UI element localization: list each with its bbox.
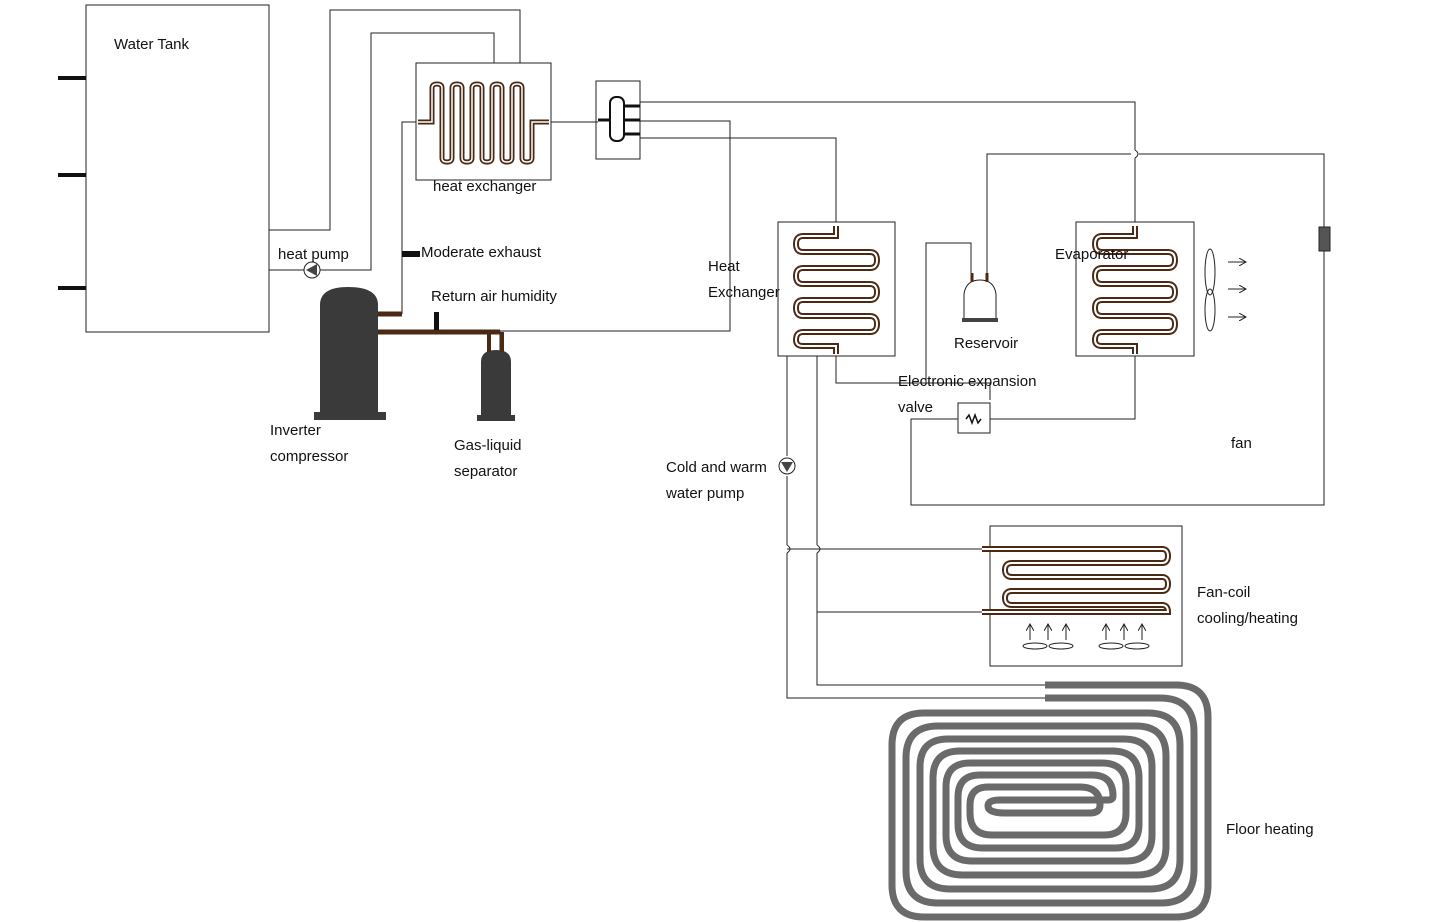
inverter-compressor-label-2: compressor	[270, 448, 349, 465]
evaporator-coil	[1091, 226, 1179, 354]
fan-coil-fans	[1022, 642, 1150, 650]
fan-coil-coil	[982, 546, 1172, 615]
temperature-sensor	[1318, 226, 1331, 252]
heat-exchanger-mid-coil	[792, 226, 881, 354]
water-tank-label: Water Tank	[114, 36, 190, 53]
fan-coil-label-1: Fan-coil	[1197, 584, 1251, 601]
reservoir	[962, 273, 998, 322]
water-tank	[85, 4, 270, 333]
inverter-compressor-label-1: Inverter	[270, 422, 321, 439]
heat-pump-label: heat pump	[278, 246, 349, 263]
gas-liquid-label-2: separator	[454, 463, 518, 480]
fan-coil-label-2: cooling/heating	[1197, 610, 1298, 627]
fan-coil-airflow	[1030, 624, 1142, 640]
electronic-expansion-label-1: Electronic expansion	[898, 373, 1037, 390]
fan-label: fan	[1231, 435, 1252, 452]
electronic-expansion-label-2: valve	[898, 399, 934, 416]
fan-icon	[1204, 248, 1216, 332]
electronic-expansion-valve	[957, 402, 991, 434]
evaporator-label: Evaporator	[1055, 246, 1129, 263]
heat-exchanger-mid-label-1: Heat	[708, 258, 740, 275]
heat-exchanger-top-coil	[418, 81, 549, 165]
floor-heating-label: Floor heating	[1226, 821, 1314, 838]
heat-pump-icon	[303, 261, 321, 279]
reservoir-label: Reservoir	[954, 335, 1019, 352]
moderate-exhaust-label: Moderate exhaust	[421, 244, 542, 261]
cold-warm-water-pump-icon	[778, 457, 796, 475]
cold-warm-pump-label-2: water pump	[666, 485, 745, 502]
heat-exchanger-top-label: heat exchanger	[433, 178, 537, 195]
floor-heating-coil	[888, 681, 1212, 921]
tank-connectors	[58, 76, 86, 290]
airflow-arrows	[1228, 262, 1246, 317]
inverter-compressor	[314, 287, 500, 420]
heat-exchanger-mid-label-2: Exchanger	[708, 284, 780, 301]
moderate-exhaust-sensor	[402, 251, 420, 257]
cold-warm-pump-label-1: Cold and warm	[666, 459, 767, 476]
gas-liquid-label-1: Gas-liquid	[454, 437, 522, 454]
return-air-humidity-label: Return air humidity	[431, 288, 557, 305]
gas-liquid-separator	[477, 332, 515, 421]
